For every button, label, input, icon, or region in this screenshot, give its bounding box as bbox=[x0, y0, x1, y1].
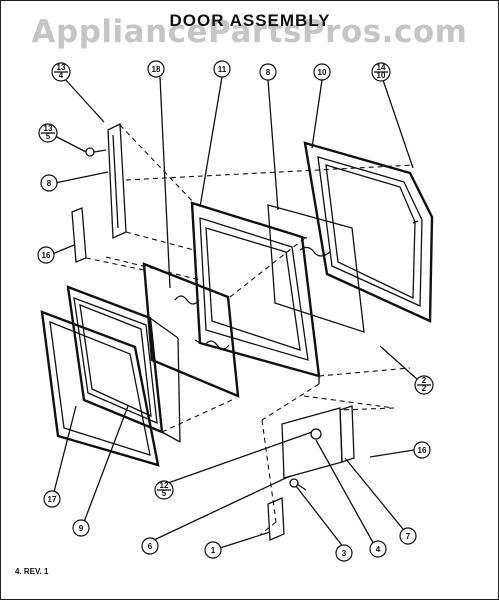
diagram-title: DOOR ASSEMBLY bbox=[169, 11, 331, 30]
callout-9: 9 bbox=[72, 519, 90, 537]
svg-text:16: 16 bbox=[42, 251, 51, 260]
door-trim-frame bbox=[40, 310, 160, 467]
callout-4: 4 bbox=[369, 540, 387, 558]
callout-16-left: 16 bbox=[37, 246, 55, 264]
latch-assembly bbox=[267, 405, 355, 541]
revision-note: 4. REV. 1 bbox=[15, 567, 49, 576]
window-glass bbox=[142, 262, 240, 398]
outer-door-panel bbox=[303, 141, 434, 323]
callout-10: 10 bbox=[313, 63, 331, 81]
svg-text:5: 5 bbox=[162, 489, 167, 498]
svg-text:16: 16 bbox=[418, 446, 427, 455]
svg-text:5: 5 bbox=[46, 132, 51, 141]
svg-text:9: 9 bbox=[79, 524, 84, 533]
callout-8-top: 8 bbox=[259, 63, 277, 81]
door-glass-sheet bbox=[267, 204, 365, 333]
callout-18: 18 bbox=[147, 60, 165, 78]
callout-6: 6 bbox=[141, 537, 159, 555]
watermark: AppliancePartsPros.com bbox=[31, 14, 468, 50]
callout-12-over-5: 12 5 bbox=[154, 480, 174, 500]
svg-text:10: 10 bbox=[377, 71, 386, 80]
svg-text:10: 10 bbox=[318, 68, 327, 77]
left-hinge-bracket bbox=[85, 122, 127, 239]
svg-text:6: 6 bbox=[148, 542, 153, 551]
callout-2-over-2: 2 2 bbox=[414, 375, 434, 395]
svg-text:13: 13 bbox=[57, 63, 66, 72]
callout-8-left: 8 bbox=[40, 174, 58, 192]
svg-text:4: 4 bbox=[59, 71, 64, 80]
callout-16-right: 16 bbox=[413, 441, 431, 459]
callout-14-over-10: 14 10 bbox=[371, 62, 391, 82]
callout-11: 11 bbox=[213, 60, 231, 78]
svg-text:8: 8 bbox=[266, 68, 271, 77]
svg-text:3: 3 bbox=[342, 549, 347, 558]
alignment-lines bbox=[85, 124, 415, 536]
svg-text:2: 2 bbox=[422, 376, 427, 385]
svg-text:4: 4 bbox=[376, 545, 381, 554]
svg-text:12: 12 bbox=[160, 481, 169, 490]
callout-3: 3 bbox=[335, 544, 353, 562]
inner-door-frame bbox=[190, 201, 321, 384]
svg-text:7: 7 bbox=[406, 532, 411, 541]
svg-text:14: 14 bbox=[377, 63, 386, 72]
svg-text:17: 17 bbox=[48, 495, 57, 504]
callout-7: 7 bbox=[399, 527, 417, 545]
svg-text:2: 2 bbox=[422, 384, 427, 393]
callout-13-over-4: 13 4 bbox=[51, 62, 71, 82]
svg-text:11: 11 bbox=[218, 65, 227, 74]
svg-text:13: 13 bbox=[44, 124, 53, 133]
leader-lines bbox=[49, 76, 419, 549]
callout-17: 17 bbox=[43, 490, 61, 508]
callout-1: 1 bbox=[204, 541, 222, 559]
hinge-spacer bbox=[71, 207, 87, 263]
svg-text:1: 1 bbox=[211, 546, 216, 555]
callout-13-over-5: 13 5 bbox=[38, 123, 58, 143]
svg-text:18: 18 bbox=[152, 65, 161, 74]
svg-text:8: 8 bbox=[47, 179, 52, 188]
